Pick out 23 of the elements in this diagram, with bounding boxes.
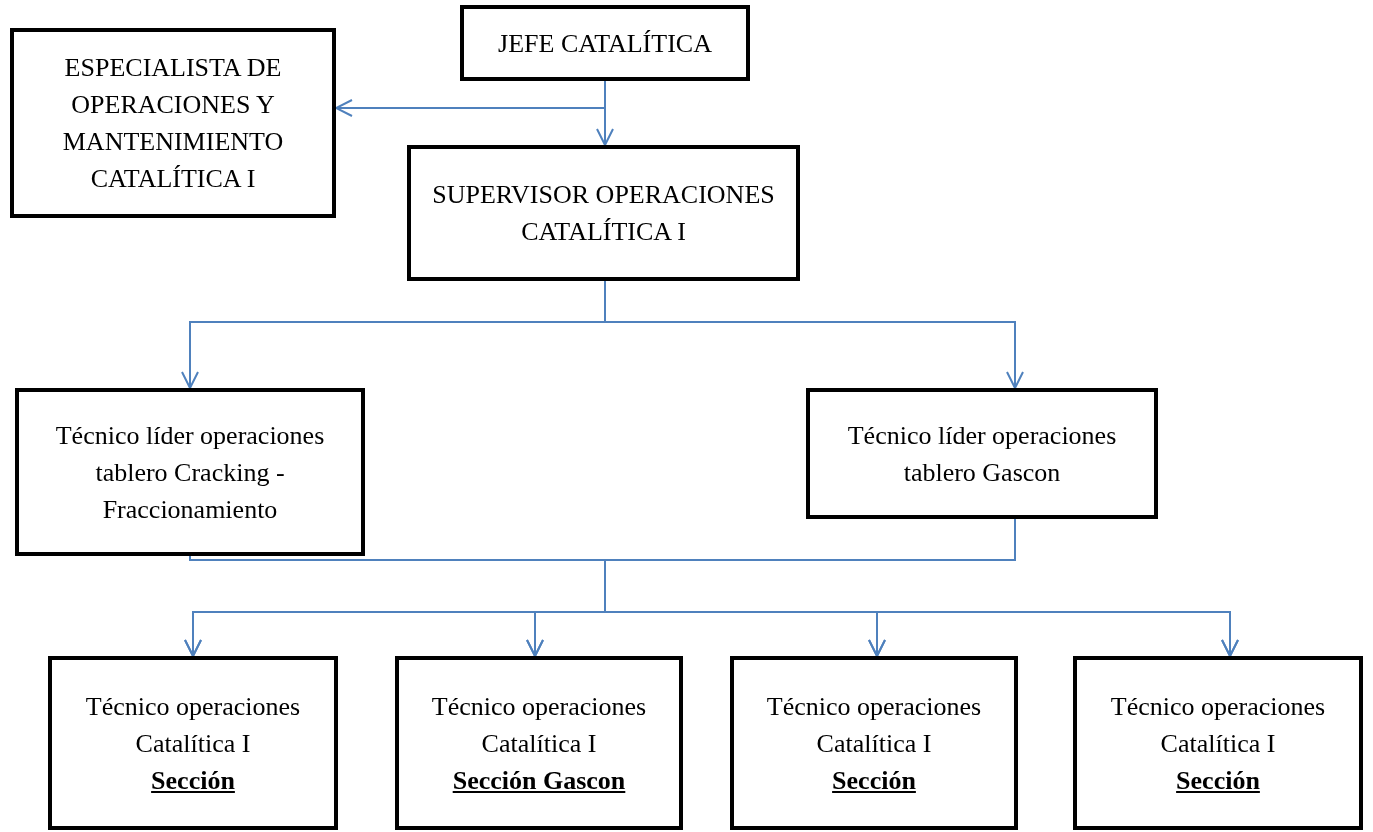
org-box [395,656,683,830]
role-title: Técnico líder operaciones tablero Gascon [846,419,1118,489]
org-box [407,145,800,281]
org-box [15,388,365,556]
section-label: Sección [151,764,235,797]
org-box [1073,656,1363,830]
role-title: Técnico operaciones Catalítica I [765,690,983,760]
role-title: Técnico operaciones Catalítica I [430,690,648,760]
org-box [460,5,750,81]
org-box [730,656,1018,830]
role-title: Técnico operaciones Catalítica I [1109,690,1327,760]
section-label: Sección [832,764,916,797]
org-box [48,656,338,830]
role-title: Técnico líder operaciones tablero Cracking - Fraccionamiento [54,419,326,526]
role-title: ESPECIALISTA DE OPERACIONES Y MANTENIMIENTO CATALÍTICA I [61,52,285,195]
role-title: Técnico operaciones Catalítica I [84,690,302,760]
org-box [10,28,336,218]
section-label: Sección Gascon [452,764,626,797]
role-title: SUPERVISOR OPERACIONES CATALÍTICA I [431,179,776,248]
connector-arrow [596,80,614,146]
section-label: Sección [1176,764,1260,797]
org-box [806,388,1158,519]
role-title: JEFE CATALÍTICA [498,27,712,60]
